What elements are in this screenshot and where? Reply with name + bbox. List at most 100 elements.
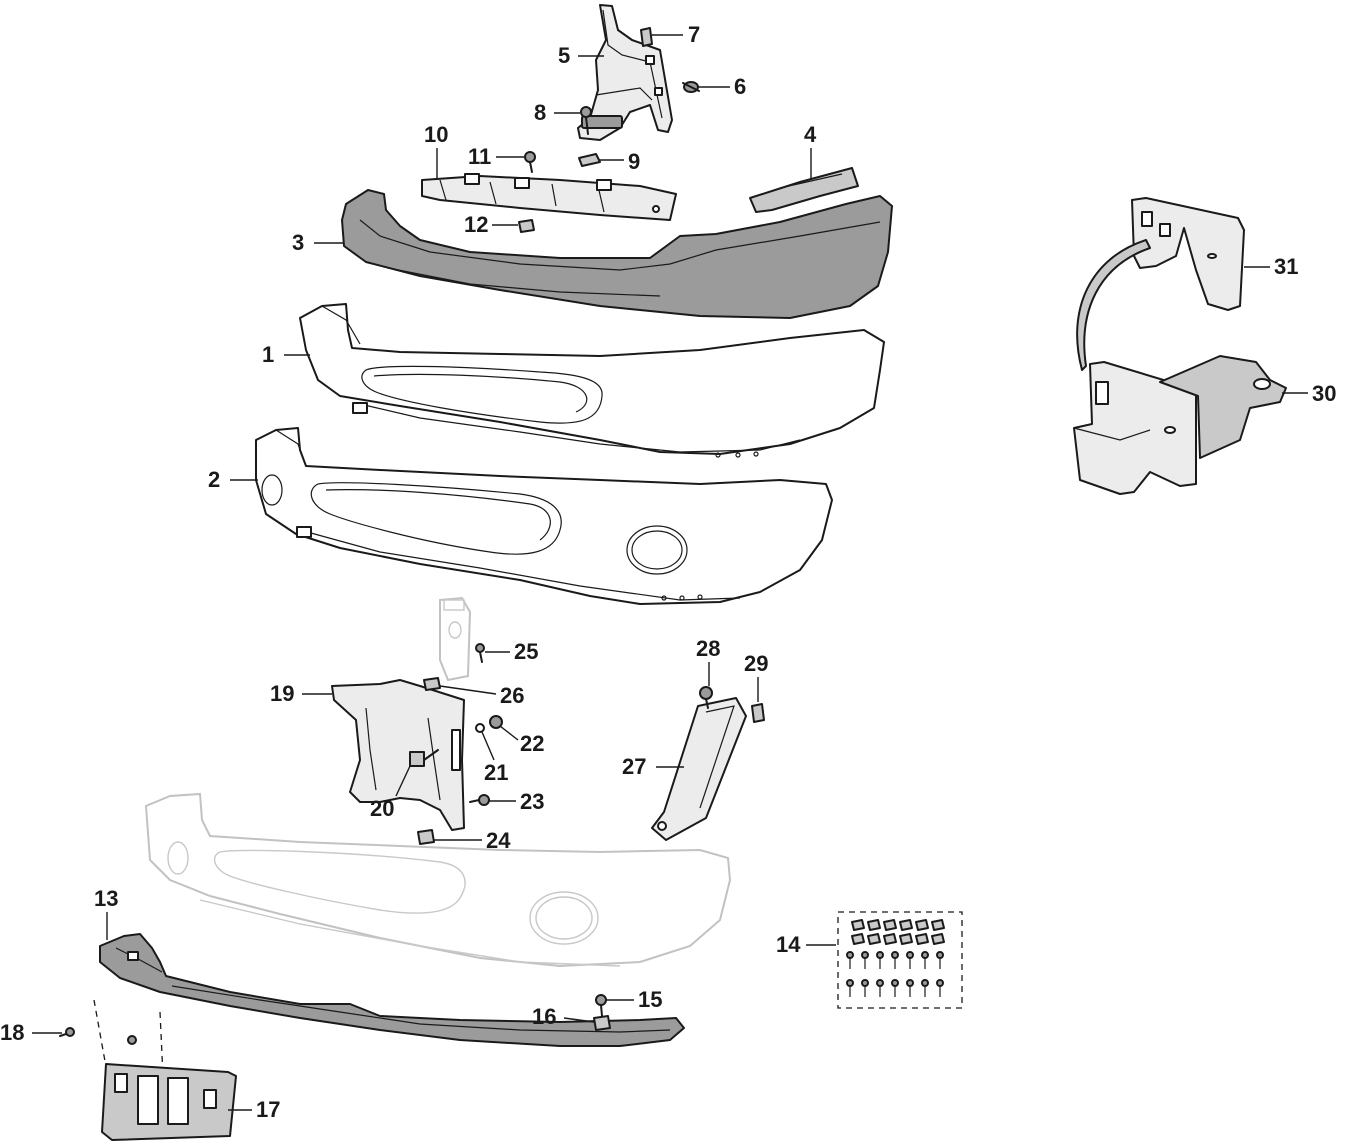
callout-25: 25 [485,639,538,664]
hardware-bolts [846,951,944,997]
callout-label-31: 31 [1274,254,1298,279]
part-6-bolt [682,81,700,93]
part-30-frame-bracket [1073,355,1287,495]
callout-label-24: 24 [486,828,511,853]
hardware-clips [851,919,945,945]
callout-26: 26 [439,683,524,708]
callout-label-19: 19 [270,681,294,706]
callout-label-9: 9 [628,149,640,174]
callout-label-15: 15 [638,987,662,1012]
callout-label-18: 18 [0,1020,24,1045]
kit-clip [931,933,945,945]
kit-clip [899,919,913,931]
kit-clip [883,933,897,945]
kit-bolt [921,951,929,969]
callout-12: 12 [464,212,518,237]
part-8-bolt [580,106,592,135]
callout-9: 9 [598,149,640,174]
part-18-screw [59,1027,75,1037]
part-11-bolt [524,151,536,173]
kit-bolt [891,951,899,969]
callout-10: 10 [424,122,448,178]
callout-4: 4 [804,122,817,180]
callout-label-30: 30 [1312,381,1336,406]
callout-label-29: 29 [744,651,768,676]
part-9-nut [578,153,601,167]
ghost-bumper [144,792,732,968]
callout-20: 20 [370,765,411,821]
kit-clip [867,919,881,931]
part-21-washer [475,723,485,733]
callout-22: 22 [499,725,544,756]
kit-bolt [846,979,854,997]
callout-6: 6 [698,74,746,99]
part-18-screw-second [127,1035,137,1045]
part-5-upper-bracket [577,4,673,141]
kit-bolt [876,951,884,969]
part-4-side-bracket [749,167,859,213]
part-25-bolt [475,643,485,663]
kit-bolt [936,951,944,969]
callout-label-23: 23 [520,789,544,814]
callout-label-16: 16 [532,1004,556,1029]
callout-label-2: 2 [208,467,220,492]
kit-clip [851,919,865,931]
kit-bolt [846,951,854,969]
callout-8: 8 [534,100,580,125]
callout-label-10: 10 [424,122,448,147]
callout-2: 2 [208,467,258,492]
callout-16: 16 [532,1004,595,1029]
kit-bolt [861,979,869,997]
callout-27: 27 [622,754,684,779]
callout-7: 7 [652,22,700,47]
callout-label-12: 12 [464,212,488,237]
callout-label-17: 17 [256,1097,280,1122]
callout-30: 30 [1282,381,1336,406]
callout-label-14: 14 [776,932,801,957]
callout-23: 23 [489,789,544,814]
callout-1: 1 [262,342,310,367]
callout-29: 29 [744,651,768,702]
part-7-clip [640,27,653,47]
part-10-reinforcement [421,173,677,221]
part-31-plate [1131,197,1245,311]
callout-label-22: 22 [520,731,544,756]
kit-bolt [936,979,944,997]
callout-18: 18 [0,1020,62,1045]
callout-label-20: 20 [370,796,394,821]
callout-label-13: 13 [94,886,118,911]
callout-17: 17 [228,1097,280,1122]
callout-label-25: 25 [514,639,538,664]
part-17-plate-bracket [101,1063,237,1141]
callout-label-3: 3 [292,230,304,255]
callout-label-26: 26 [500,683,524,708]
callout-label-4: 4 [804,122,817,147]
assembly-arrow [1076,239,1151,371]
part-29-clip [751,703,765,723]
callout-label-28: 28 [696,636,720,661]
callout-3: 3 [292,230,343,255]
part-15-bolt [595,994,607,1017]
callout-label-11: 11 [468,144,491,169]
callout-label-27: 27 [622,754,646,779]
part-28-bolt [699,686,713,709]
callout-24: 24 [434,828,511,853]
callout-label-5: 5 [558,43,570,68]
callout-label-1: 1 [262,342,274,367]
callout-31: 31 [1244,254,1298,279]
kit-clip [867,933,881,945]
callout-5: 5 [558,43,604,68]
callout-28: 28 [696,636,720,686]
part-13-lower-valance [99,933,685,1047]
callout-14: 14 [776,932,836,957]
part-19-mount-bracket [331,679,465,831]
part-22-nut [489,715,503,729]
kit-clip [931,919,945,931]
part-23-bolt [469,794,490,806]
callout-21: 21 [481,731,508,785]
kit-bolt [891,979,899,997]
part-14-hardware-kit [837,911,963,1009]
part-12-clip [518,219,535,233]
callout-13: 13 [94,886,118,940]
